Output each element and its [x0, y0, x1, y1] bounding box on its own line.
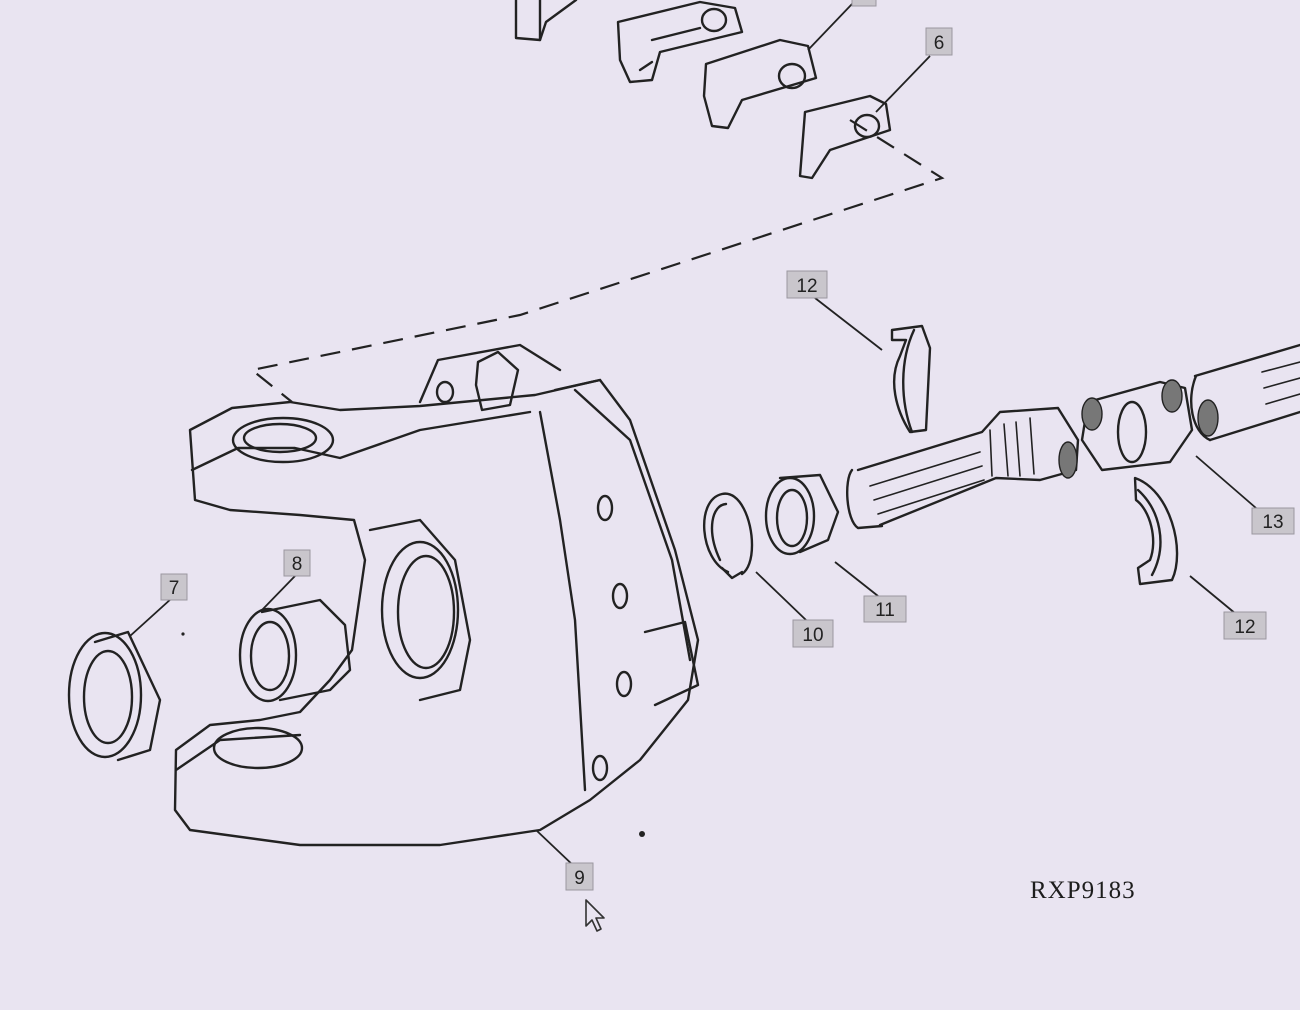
part-spline-shaft — [846, 406, 1080, 530]
mouse-pointer-icon — [585, 899, 605, 932]
leader-9 — [535, 829, 577, 869]
svg-text:12: 12 — [1234, 617, 1255, 638]
callout-11: 11 — [863, 595, 907, 623]
callout-box-clipped — [851, 0, 877, 7]
part-shoe-2 — [702, 38, 818, 130]
speck — [181, 632, 185, 636]
callout-10: 10 — [792, 619, 834, 648]
svg-text:10: 10 — [802, 625, 823, 646]
svg-text:8: 8 — [292, 554, 303, 575]
leader-6 — [875, 55, 931, 113]
svg-text:12: 12 — [796, 276, 817, 297]
leader-7 — [129, 597, 173, 637]
callout-6: 6 — [925, 27, 953, 56]
part-ring-7 — [67, 630, 162, 762]
part-ring-11 — [764, 473, 840, 556]
part-bushing-8 — [238, 598, 352, 703]
leader-5 — [807, 3, 853, 51]
part-yoke-9 — [173, 343, 700, 847]
callout-7: 7 — [160, 573, 188, 601]
svg-text:7: 7 — [169, 578, 180, 599]
part-top-left-fragment — [514, 0, 578, 42]
part-half-collar-12-top — [890, 324, 932, 434]
leader-12-bottom — [1189, 575, 1237, 615]
svg-text:13: 13 — [1262, 512, 1283, 533]
speck — [639, 831, 645, 837]
part-shoe-1 — [616, 0, 744, 84]
svg-text:9: 9 — [574, 868, 585, 889]
leader-13 — [1195, 455, 1257, 509]
leader-11 — [834, 561, 879, 597]
part-coupler-13 — [1080, 379, 1194, 472]
leader-8 — [261, 575, 296, 611]
part-shoe-6 — [798, 94, 892, 180]
svg-text:6: 6 — [934, 33, 945, 54]
part-snap-ring-10 — [702, 492, 754, 580]
callout-12-top: 12 — [786, 270, 828, 299]
svg-text:11: 11 — [875, 600, 895, 621]
callout-12-bottom: 12 — [1223, 611, 1267, 640]
part-half-collar-12-bottom — [1133, 476, 1179, 586]
leader-10 — [755, 571, 807, 621]
callout-9: 9 — [565, 862, 594, 891]
leader-12-top — [814, 297, 883, 351]
drawing-reference-code: RXP9183 — [1030, 877, 1136, 904]
assembly-dashed-line — [249, 119, 945, 403]
part-drive-shaft — [1189, 343, 1300, 442]
callout-8: 8 — [283, 549, 311, 577]
callout-13: 13 — [1251, 507, 1295, 535]
